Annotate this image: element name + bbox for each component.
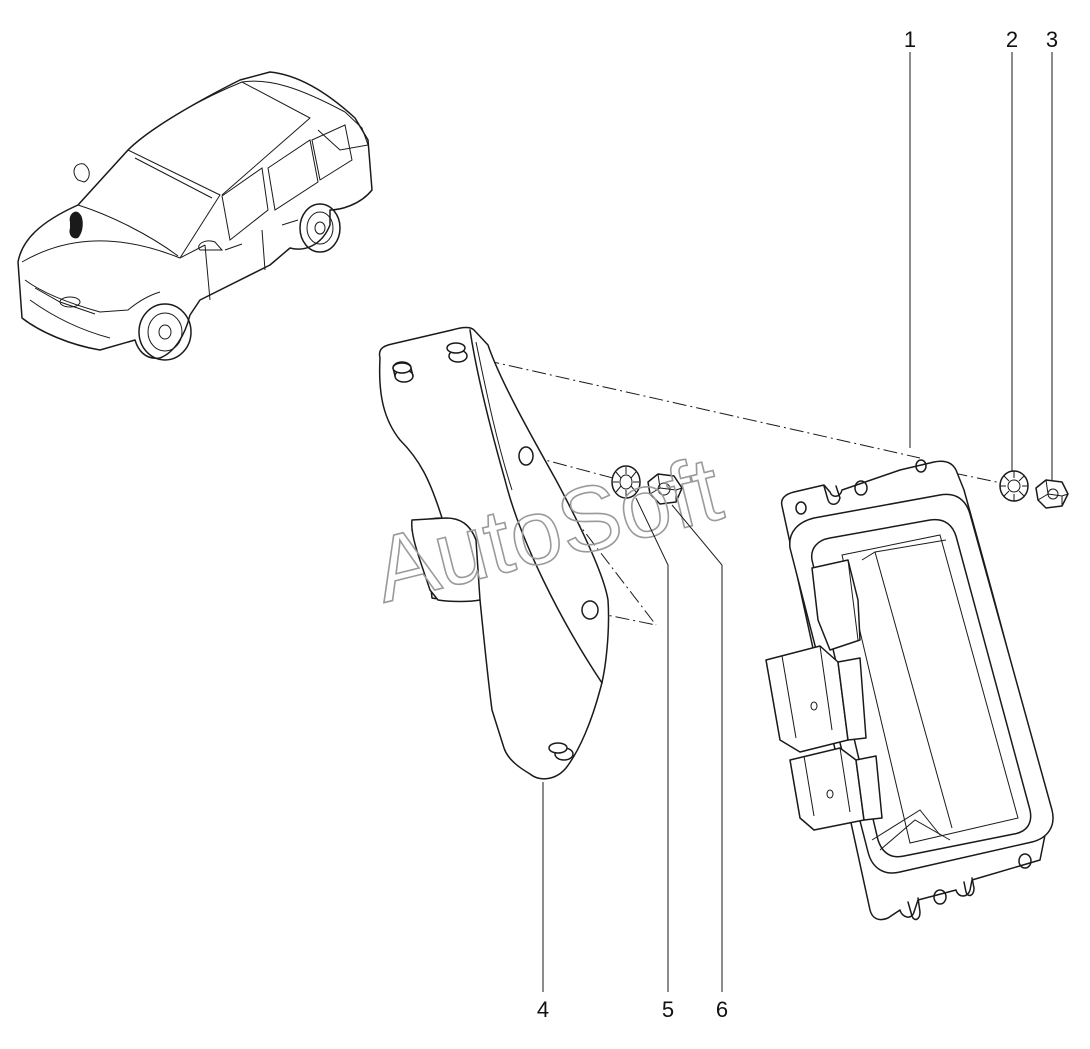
stud — [446, 342, 468, 363]
callout-4: 4 — [537, 997, 549, 1022]
car-locator-illustration — [17, 71, 373, 361]
connector — [789, 747, 883, 831]
nut-part-3 — [1035, 479, 1069, 509]
callout-leaders — [542, 52, 1053, 992]
callout-5: 5 — [662, 997, 674, 1022]
callout-6: 6 — [716, 997, 728, 1022]
stud — [392, 361, 414, 383]
control-unit-part-1 — [765, 459, 1054, 921]
serrated-washer-part-5 — [611, 465, 641, 499]
callout-2: 2 — [1006, 27, 1018, 52]
stud — [548, 742, 574, 761]
nut-part-6 — [647, 473, 683, 505]
bracket-part-4 — [378, 326, 610, 780]
callout-1: 1 — [904, 27, 916, 52]
callout-3: 3 — [1046, 27, 1058, 52]
connector — [765, 645, 867, 753]
callout-labels: 1 2 3 4 5 6 — [537, 27, 1058, 1022]
serrated-washer-part-2 — [999, 470, 1029, 502]
